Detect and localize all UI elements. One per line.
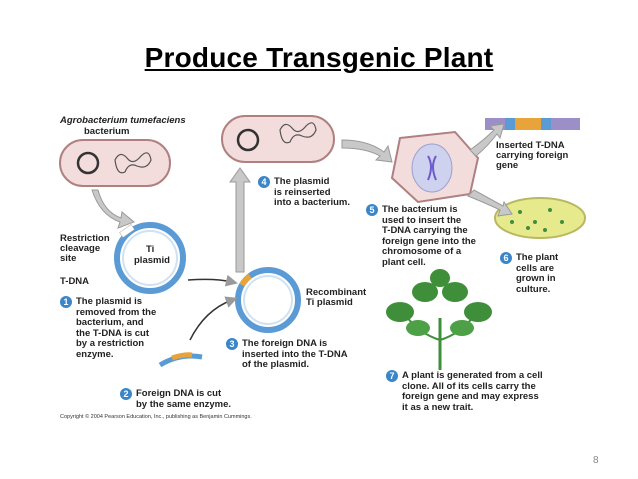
foreign-dna xyxy=(158,352,203,368)
step-3-number: 3 xyxy=(226,338,238,350)
plant-cell xyxy=(390,130,480,204)
process-arrows xyxy=(91,123,513,273)
step-2-number: 2 xyxy=(120,388,132,400)
agrobacterium-label: Agrobacterium tumefaciens xyxy=(60,115,186,126)
tdna-label: T-DNA xyxy=(60,276,90,287)
recombinant-label-1: Recombinant xyxy=(306,287,367,298)
restriction-label-2: cleavage xyxy=(60,243,101,254)
inserted-label-2: carrying foreign xyxy=(496,150,569,161)
bacterium-label: bacterium xyxy=(84,126,130,137)
copyright-notice: Copyright © 2004 Pearson Education, Inc.… xyxy=(60,414,252,420)
ti-label: Ti xyxy=(146,244,155,255)
bacterium-1 xyxy=(59,139,171,187)
restriction-label-3: site xyxy=(60,253,77,264)
plasmid-label: plasmid xyxy=(134,255,170,266)
step-1-number: 1 xyxy=(60,296,72,308)
step-4-number: 4 xyxy=(258,176,270,188)
inserted-label-3: gene xyxy=(496,160,519,171)
slide-title: Produce Transgenic Plant xyxy=(144,42,494,73)
recombinant-plasmid xyxy=(235,267,301,333)
chromosome-strip xyxy=(485,118,580,130)
page-number: 8 xyxy=(593,455,599,466)
step-5-number: 5 xyxy=(366,204,378,216)
transgenic-plant xyxy=(386,269,492,370)
restriction-label-1: Restriction xyxy=(60,233,110,244)
step-6-number: 6 xyxy=(500,252,512,264)
inserted-label-1: Inserted T-DNA xyxy=(496,140,565,151)
recombinant-label-2: Ti plasmid xyxy=(306,297,353,308)
ti-plasmid xyxy=(114,222,186,294)
culture-dish xyxy=(494,197,586,239)
bacterium-2 xyxy=(221,115,335,163)
step-7-number: 7 xyxy=(386,370,398,382)
